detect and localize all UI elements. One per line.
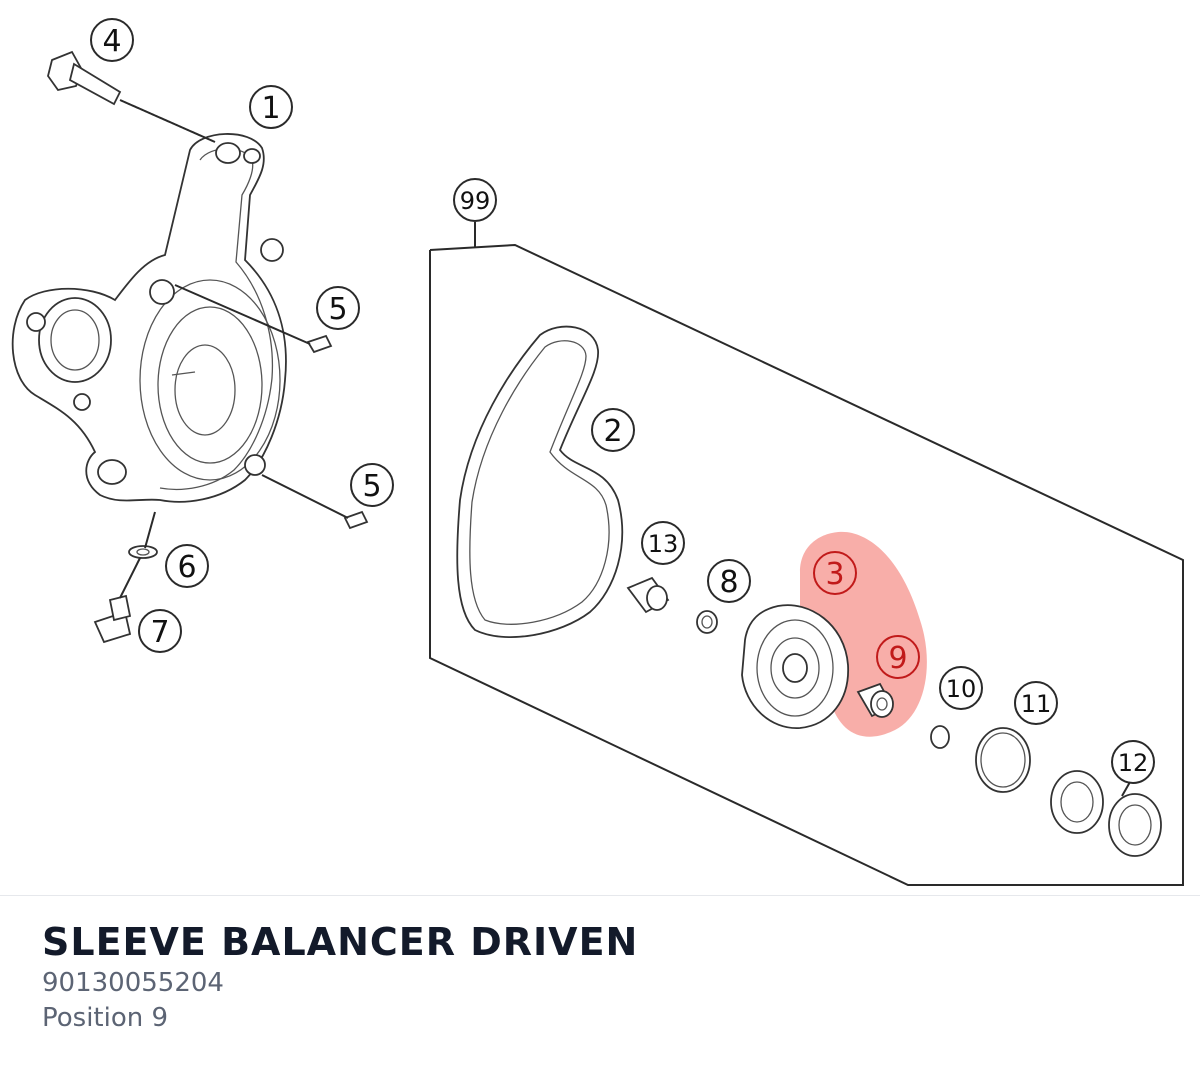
callout-9: 9 <box>876 635 920 679</box>
part-position: Position 9 <box>42 1003 169 1033</box>
svg-text:2: 2 <box>603 414 622 449</box>
pump-cover <box>11 133 287 503</box>
svg-text:10: 10 <box>946 675 977 703</box>
callout-99: 99 <box>453 178 497 222</box>
exploded-parts-diagram: 4 1 99 5 5 6 7 2 13 8 3 9 <box>11 18 1184 886</box>
callout-1: 1 <box>249 85 293 129</box>
svg-text:3: 3 <box>825 557 844 592</box>
part-number: 90130055204 <box>42 968 224 998</box>
kit-frame <box>429 222 1184 886</box>
o-ring <box>930 725 950 749</box>
svg-text:12: 12 <box>1118 749 1149 777</box>
shaft-seal-1 <box>1050 770 1104 834</box>
callout-8: 8 <box>707 559 751 603</box>
svg-text:4: 4 <box>102 24 121 59</box>
svg-text:7: 7 <box>150 615 169 650</box>
part-title: SLEEVE BALANCER DRIVEN <box>42 920 639 964</box>
callout-12: 12 <box>1111 740 1155 784</box>
callout-10: 10 <box>939 666 983 710</box>
shaft-seal-2 <box>1108 793 1162 857</box>
callout-6: 6 <box>165 544 209 588</box>
callout-3: 3 <box>813 551 857 595</box>
svg-text:8: 8 <box>719 565 738 600</box>
screw-plug <box>93 557 141 644</box>
bolt <box>47 50 216 143</box>
callout-13: 13 <box>641 521 685 565</box>
svg-text:11: 11 <box>1021 690 1052 718</box>
part-info: SLEEVE BALANCER DRIVEN 90130055204 Posit… <box>42 918 1160 1036</box>
svg-text:99: 99 <box>460 187 491 215</box>
callout-5-lower: 5 <box>350 463 394 507</box>
circlip <box>975 727 1031 793</box>
screw-upper <box>174 284 333 354</box>
sleeve-balancer-driven <box>856 682 894 718</box>
svg-text:13: 13 <box>648 530 679 558</box>
callout-7: 7 <box>138 609 182 653</box>
svg-text:6: 6 <box>177 550 196 585</box>
drive-belt <box>456 325 624 639</box>
callout-5-upper: 5 <box>316 286 360 330</box>
small-ring <box>696 610 718 634</box>
callout-11: 11 <box>1014 681 1058 725</box>
impeller <box>741 604 849 729</box>
callout-2: 2 <box>591 408 635 452</box>
svg-text:5: 5 <box>328 292 347 327</box>
divider <box>0 895 1200 896</box>
screw-lower <box>261 474 369 530</box>
washer <box>128 511 158 559</box>
bushing <box>626 576 670 614</box>
svg-text:9: 9 <box>888 641 907 676</box>
svg-text:5: 5 <box>362 469 381 504</box>
callout-4: 4 <box>90 18 134 62</box>
svg-text:1: 1 <box>261 91 280 126</box>
